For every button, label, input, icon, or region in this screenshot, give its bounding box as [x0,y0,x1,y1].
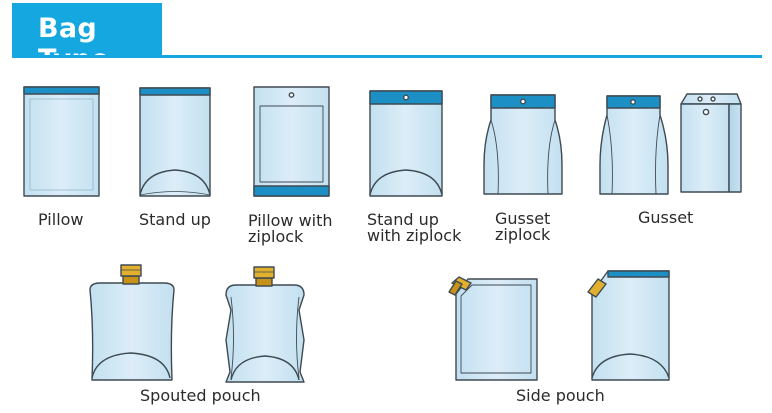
label-stand-up: Stand up [139,210,211,229]
page-title: Bag Type [38,13,110,75]
label-pillow: Pillow [38,210,84,229]
header-rule [12,55,762,58]
stand-up-ziplock-bag-icon [369,90,443,197]
side-pouch-icon [448,276,538,381]
stand-up-bag-icon [139,87,211,197]
label-gusset: Gusset [638,208,694,227]
spouted-pouch-icon [89,264,175,381]
label-stand-up-with-ziplock: Stand up with ziplock [367,210,462,245]
label-gusset-ziplock: Gusset ziplock [495,209,551,244]
label-spouted-pouch: Spouted pouch [140,386,261,405]
gusset-bag-icon [599,95,669,195]
gusset-ziplock-bag-icon [483,94,563,195]
spouted-pouch-icon [225,266,305,383]
pillow-bag-icon [23,86,100,197]
pillow-ziplock-bag-icon [253,86,330,197]
gusset-box-bag-icon [680,93,742,193]
side-pouch-icon [587,270,670,381]
label-side-pouch: Side pouch [516,386,605,405]
header-banner: Bag Type [12,3,162,75]
label-pillow-with-ziplock: Pillow with ziplock [248,211,333,246]
